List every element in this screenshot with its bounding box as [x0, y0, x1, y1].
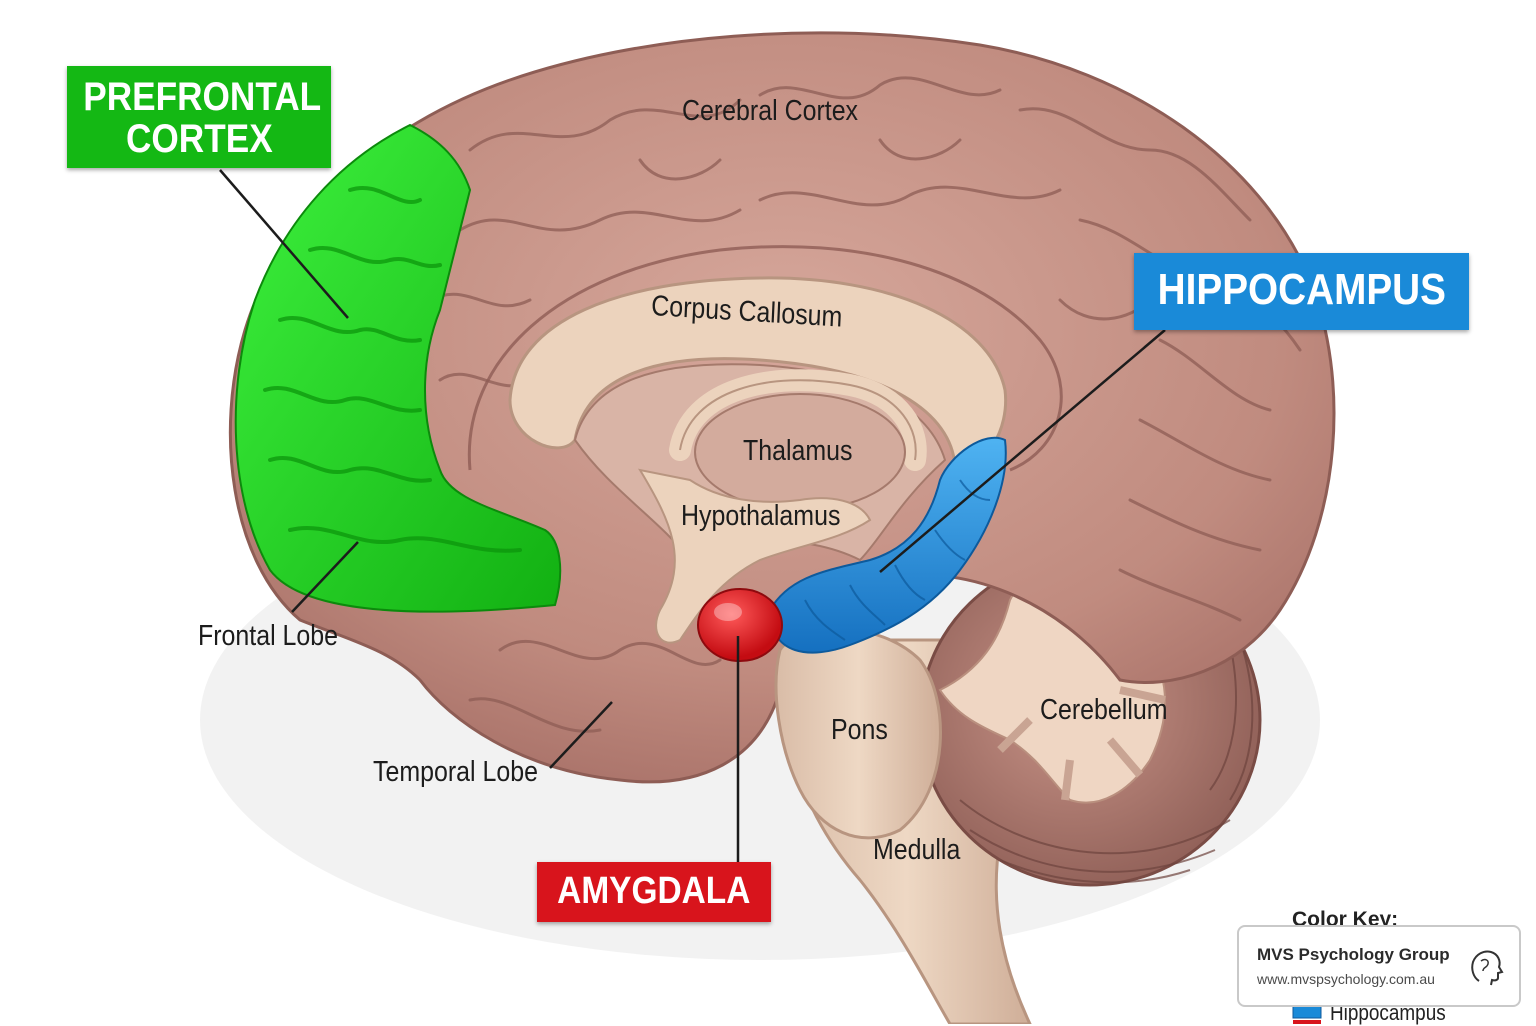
callout-hippocampus-text: HIPPOCAMPUS	[1157, 265, 1446, 314]
label-thalamus: Thalamus	[743, 435, 853, 467]
leader-prefrontal	[219, 169, 349, 319]
leader-temporal-lobe	[549, 701, 613, 769]
watermark-box: MVS Psychology Group www.mvspsychology.c…	[1237, 925, 1521, 1007]
callout-prefrontal-cortex: PREFRONTAL CORTEX	[67, 66, 331, 168]
callout-amygdala-text: AMYGDALA	[557, 870, 751, 912]
label-frontal-lobe: Frontal Lobe	[198, 620, 339, 652]
label-pons: Pons	[831, 714, 888, 746]
label-medulla: Medulla	[873, 834, 961, 866]
watermark-url: www.mvspsychology.com.au	[1257, 971, 1435, 987]
cerebellum-folia	[959, 609, 1254, 884]
callout-prefrontal-line2: CORTEX	[125, 117, 273, 161]
hippocampus-segments	[804, 479, 991, 641]
callout-amygdala: AMYGDALA	[537, 862, 771, 922]
callout-prefrontal-line1: PREFRONTAL	[83, 75, 322, 119]
leader-frontal-lobe	[291, 541, 359, 613]
label-temporal-lobe: Temporal Lobe	[373, 756, 538, 788]
callout-hippocampus: HIPPOCAMPUS	[1134, 253, 1469, 330]
label-cerebellum: Cerebellum	[1040, 694, 1168, 726]
cingulate-gyrus	[467, 245, 1063, 472]
head-profile-icon	[1471, 950, 1504, 986]
amygdala-highlight	[714, 603, 742, 621]
hippocampus	[768, 436, 1007, 654]
amygdala	[697, 588, 783, 662]
fornix-edge	[679, 379, 917, 461]
label-cerebral-cortex: Cerebral Cortex	[682, 95, 859, 127]
prefrontal-gyri	[263, 186, 522, 553]
legend-swatch-amygdala	[1293, 1020, 1321, 1024]
hypothalamus	[637, 468, 872, 644]
label-hypothalamus: Hypothalamus	[681, 500, 841, 532]
leader-lines	[219, 169, 1166, 862]
leader-hippocampus	[879, 329, 1166, 573]
watermark-name: MVS Psychology Group	[1257, 945, 1450, 964]
